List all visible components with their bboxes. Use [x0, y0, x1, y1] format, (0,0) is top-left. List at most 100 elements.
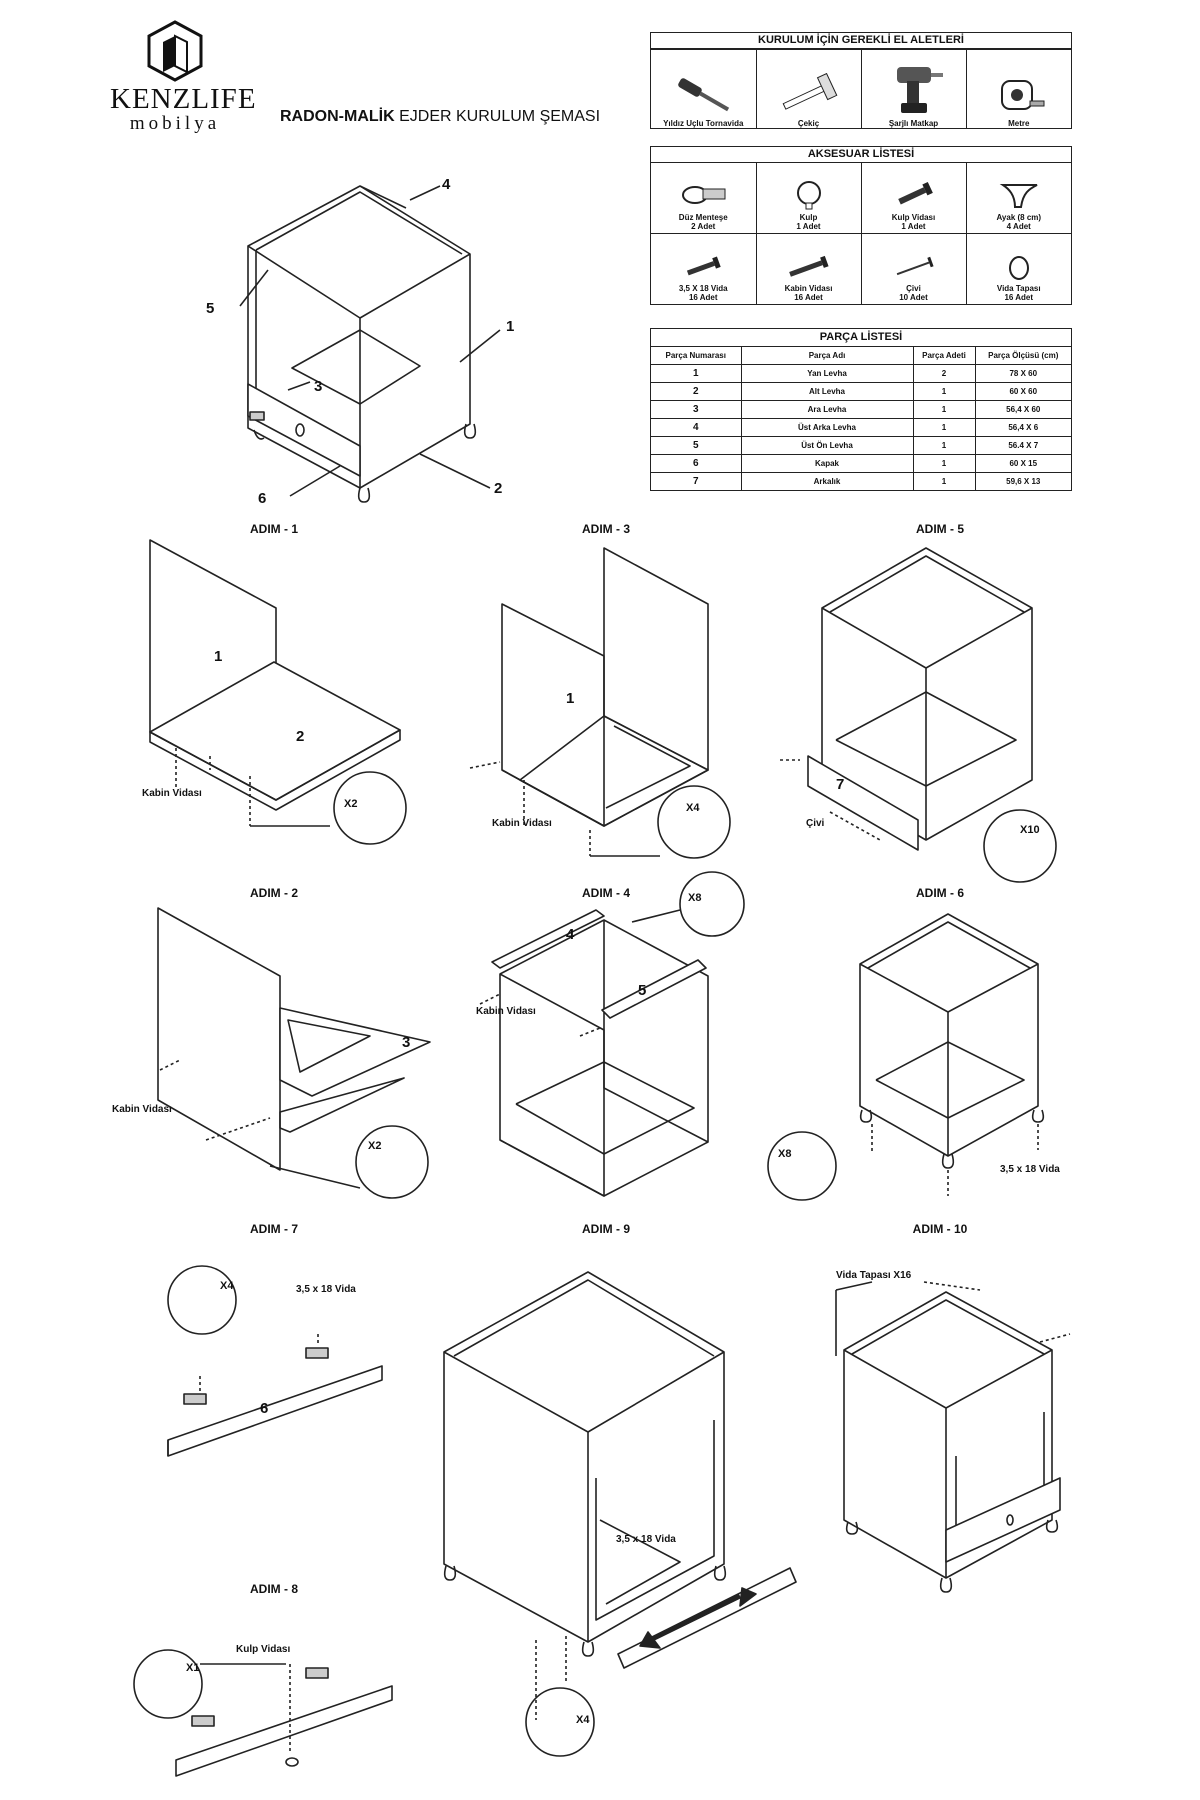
step-1-part-2: 2	[296, 728, 305, 745]
cap-icon	[1008, 256, 1029, 280]
part-size: 78 X 60	[974, 364, 1071, 383]
step-3-part-1: 1	[566, 690, 575, 707]
step-3-label: ADIM - 3	[582, 522, 630, 536]
part-qty: 1	[912, 400, 976, 419]
part-qty: 1	[912, 472, 976, 490]
step-1-part-1: 1	[214, 648, 223, 665]
tool-label: Metre	[1008, 119, 1030, 128]
part-name: Kapak	[740, 454, 914, 473]
part-size: 56.4 X 7	[974, 436, 1071, 455]
brand-logo: KENZLIFE mobilya	[110, 20, 256, 134]
step-4-part-4: 4	[566, 926, 575, 943]
accessory-cell: Ayak (8 cm)4 Adet	[965, 163, 1071, 234]
step-1-label: ADIM - 1	[250, 522, 298, 536]
part-size: 56,4 X 6	[974, 418, 1071, 437]
tape-measure-icon	[1000, 80, 1045, 110]
step-2-label: ADIM - 2	[250, 886, 298, 900]
step-8-screw-note: Kulp Vidası	[236, 1644, 291, 1655]
overview-callout-4: 4	[442, 176, 451, 193]
step-6-label: ADIM - 6	[916, 886, 964, 900]
screw-icon	[788, 255, 829, 277]
part-name: Yan Levha	[740, 364, 914, 383]
overview-callout-2: 2	[494, 480, 503, 497]
part-qty: 1	[912, 436, 976, 455]
step-8-drawing	[133, 1649, 393, 1777]
step-6-count: X8	[778, 1148, 792, 1160]
logo-hexagon-icon	[147, 20, 203, 82]
hinge-icon	[682, 186, 726, 204]
tool-cell: Şarjlı Matkap	[860, 49, 967, 128]
step-10-label: ADIM - 10	[912, 1222, 968, 1236]
parts-table: PARÇA LİSTESİ Parça Numarası Parça Adı P…	[650, 328, 1072, 491]
tool-label: Yıldız Uçlu Tornavida	[663, 119, 744, 128]
step-6-drawing	[767, 913, 1045, 1201]
step-5-part-7: 7	[836, 776, 845, 793]
accessories-title: AKSESUAR LİSTESİ	[651, 147, 1071, 163]
overview-callout-5: 5	[206, 300, 215, 317]
part-size: 60 X 60	[974, 382, 1071, 401]
screw-icon	[897, 181, 933, 205]
overview-callout-3: 3	[314, 378, 323, 395]
tool-cell: Metre	[965, 49, 1071, 128]
parts-header-row: Parça Numarası Parça Adı Parça Adeti Par…	[651, 347, 1071, 365]
step-9-count: X4	[576, 1714, 590, 1726]
step-9-drawing	[443, 1271, 797, 1757]
part-qty: 1	[912, 454, 976, 473]
step-10-cap-note: Vida Tapası X16	[836, 1270, 912, 1281]
step-4-part-5: 5	[638, 982, 647, 999]
part-name: Arkalık	[740, 472, 914, 490]
nail-icon	[896, 256, 934, 276]
leg-icon	[999, 184, 1038, 208]
part-name: Ara Levha	[740, 400, 914, 419]
step-9-label: ADIM - 9	[582, 1222, 630, 1236]
tool-cell: Çekiç	[755, 49, 862, 128]
step-5-drawing	[780, 547, 1057, 883]
step-3-count: X4	[686, 802, 700, 814]
step-4-count: X8	[688, 892, 702, 904]
part-number: 1	[651, 364, 742, 383]
drill-icon	[896, 67, 943, 113]
step-4-label: ADIM - 4	[582, 886, 630, 900]
screw-icon	[687, 256, 721, 276]
part-number: 2	[651, 382, 742, 401]
part-number: 5	[651, 436, 742, 455]
step-9-screw-note: 3,5 x 18 Vida	[616, 1534, 676, 1545]
part-number: 6	[651, 454, 742, 473]
part-number: 4	[651, 418, 742, 437]
brand-subtitle: mobilya	[129, 113, 221, 134]
step-1-screw-note: Kabin Vidası	[142, 788, 202, 799]
part-qty: 1	[912, 418, 976, 437]
step-7-screw-note: 3,5 x 18 Vida	[296, 1284, 356, 1295]
tools-title: KURULUM İÇİN GEREKLİ EL ALETLERİ	[651, 33, 1071, 49]
knob-icon	[796, 181, 821, 210]
step-7-count: X4	[220, 1280, 234, 1292]
hammer-icon	[782, 73, 837, 110]
tool-label: Şarjlı Matkap	[888, 119, 939, 128]
part-name: Üst Arka Levha	[740, 418, 914, 437]
step-8-count: X1	[186, 1662, 200, 1674]
part-qty: 1	[912, 382, 976, 401]
part-size: 56,4 X 60	[974, 400, 1071, 419]
overview-callout-6: 6	[258, 490, 267, 507]
step-1-count: X2	[344, 798, 358, 810]
step-2-part-3: 3	[402, 1034, 411, 1051]
step-10-drawing	[835, 1281, 1071, 1593]
tools-table: KURULUM İÇİN GEREKLİ EL ALETLERİ Yıldız …	[650, 32, 1072, 129]
page-title: RADON-MALİK EJDER KURULUM ŞEMASI	[280, 108, 601, 125]
screwdriver-icon	[678, 78, 730, 112]
overview-cabinet	[239, 185, 501, 503]
parts-title: PARÇA LİSTESİ	[651, 329, 1071, 347]
